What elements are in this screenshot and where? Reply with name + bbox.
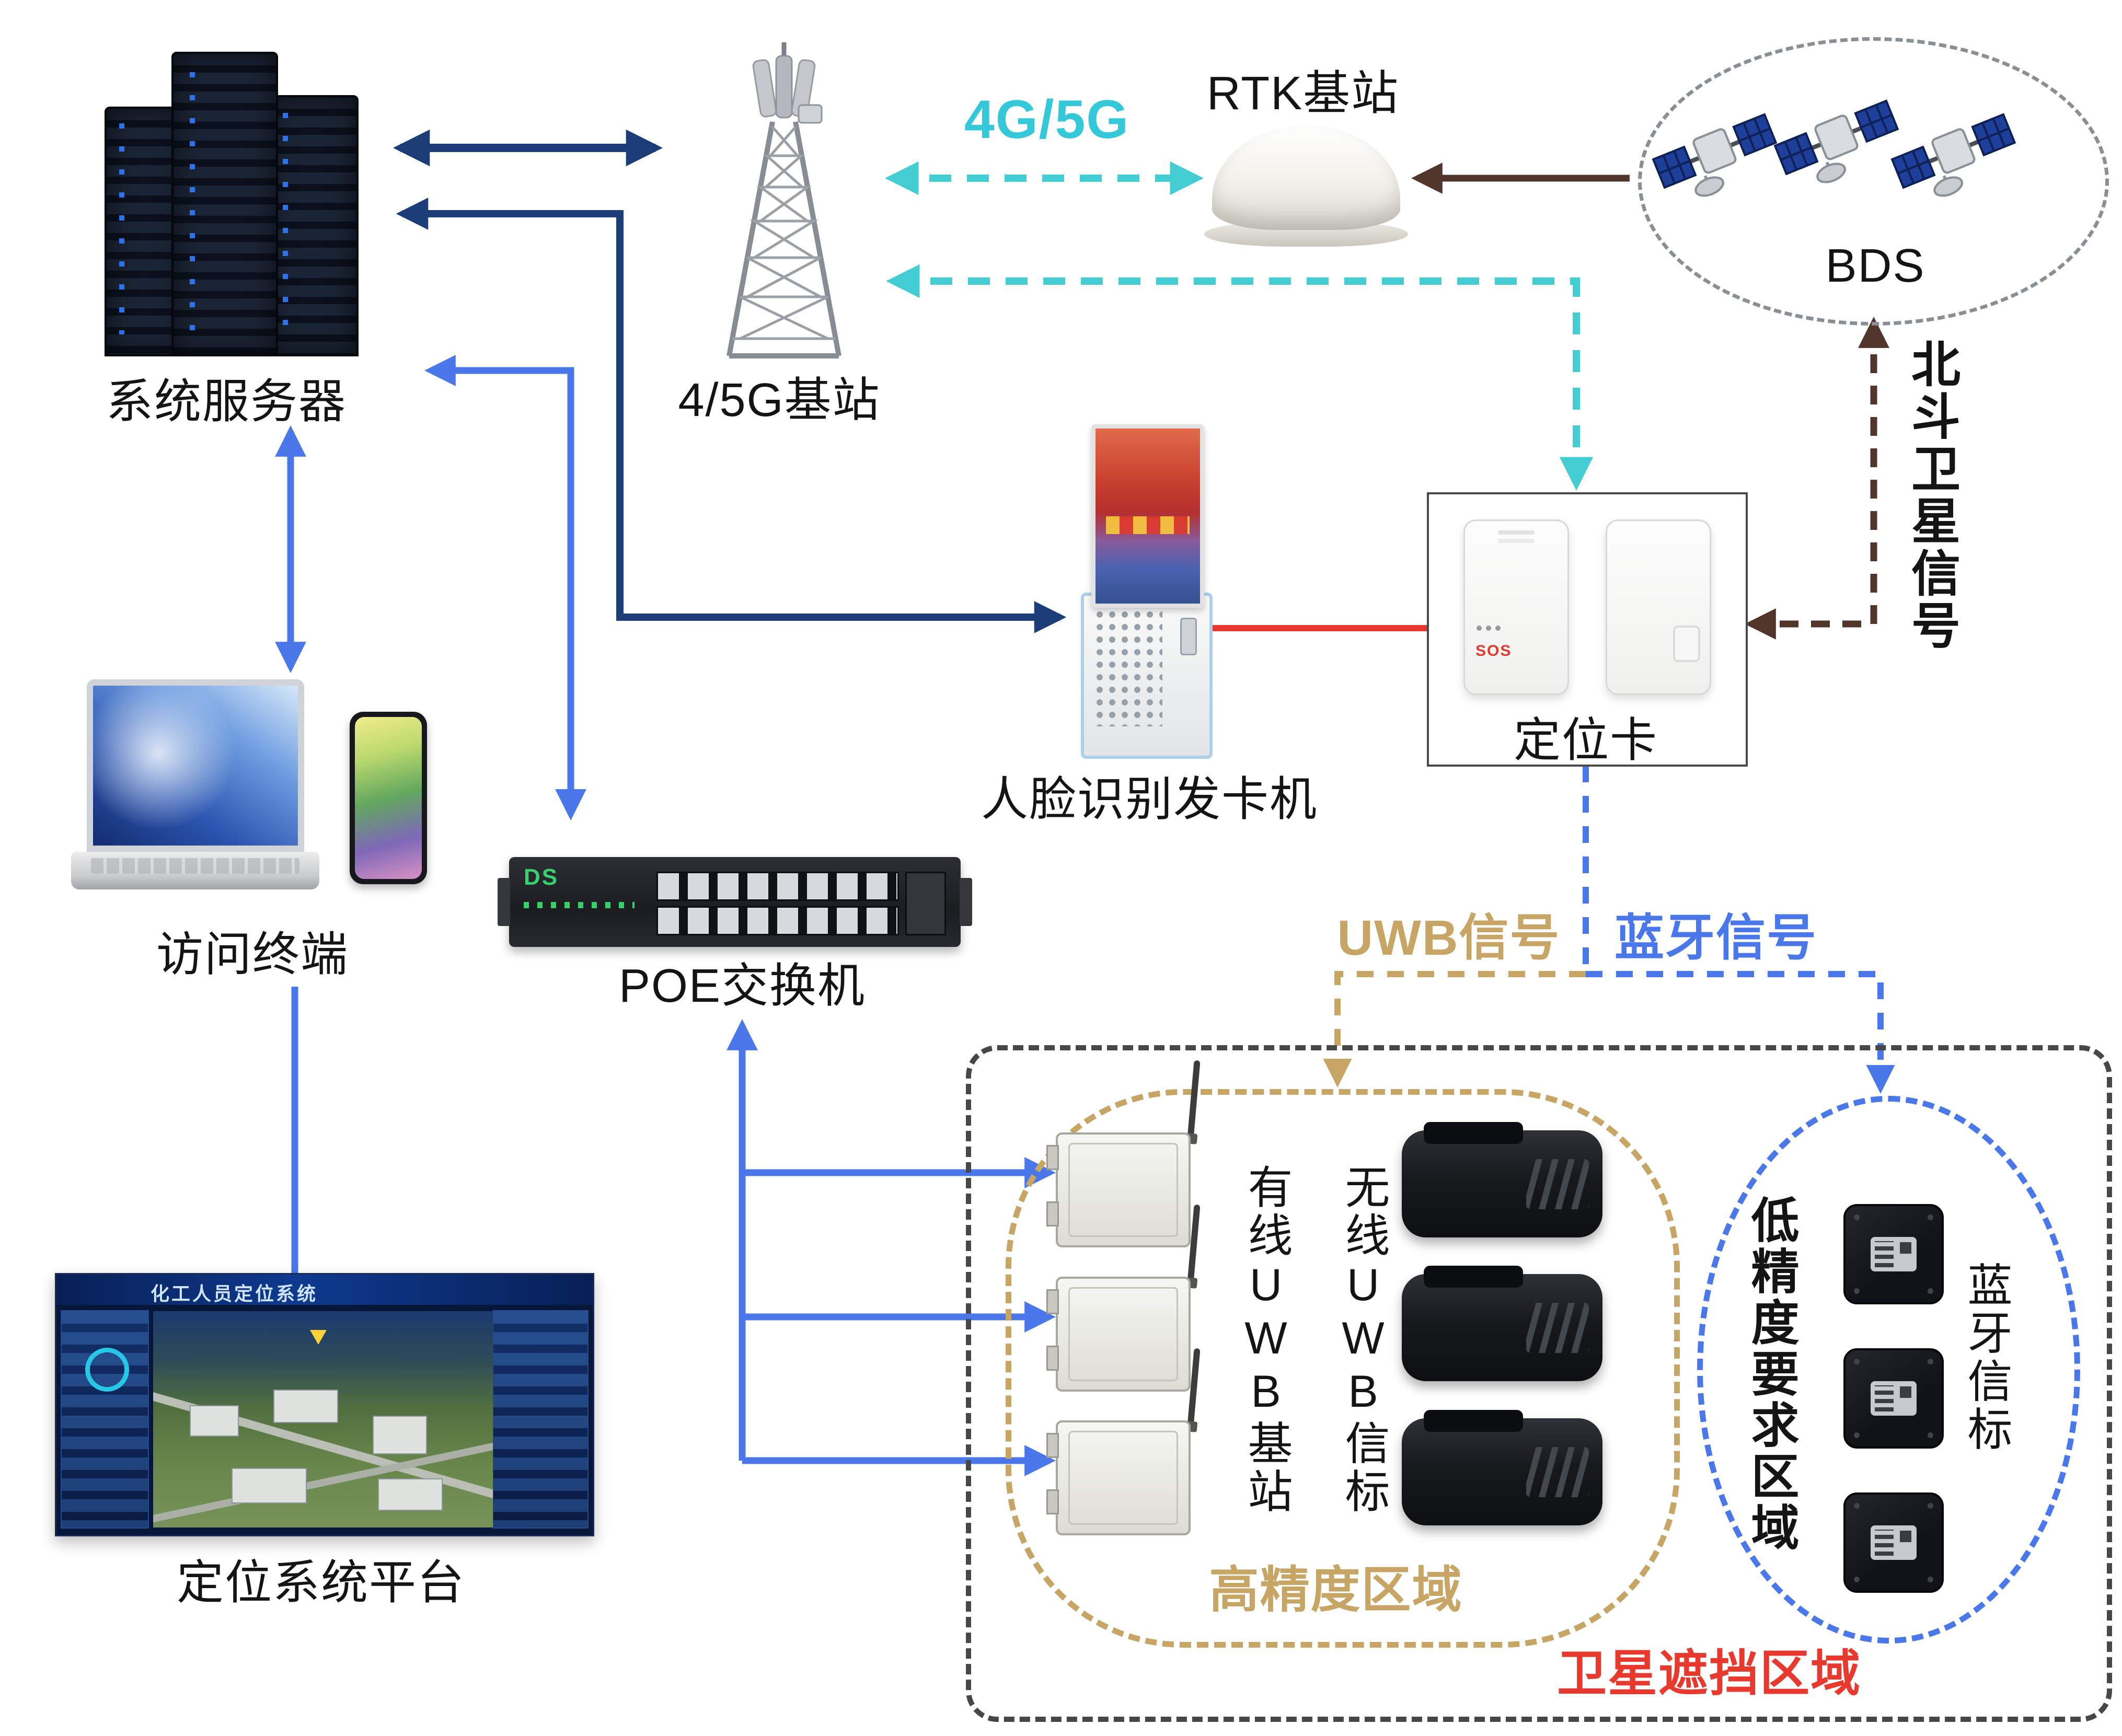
laptop bbox=[71, 679, 319, 909]
satellite-blocked-zone-label: 卫星遮挡区域 bbox=[1556, 1646, 1862, 1702]
face-recognition-kiosk bbox=[1077, 424, 1213, 759]
beacon-qr-patch bbox=[1871, 1525, 1917, 1560]
smartphone bbox=[350, 712, 427, 884]
low-precision-zone-label: 低精度要求区域 bbox=[1744, 1195, 1797, 1554]
uwb-signal-label: UWB信号 bbox=[1337, 910, 1561, 966]
uwb-station-body bbox=[1056, 1420, 1191, 1535]
scene-position-marker bbox=[310, 1330, 327, 1345]
bds-label: BDS bbox=[1825, 240, 1925, 292]
poe-label: POE交换机 bbox=[618, 960, 866, 1012]
uwb-mount-tab bbox=[1046, 1289, 1059, 1314]
wireless-uwb-beacon bbox=[1402, 1410, 1602, 1525]
kiosk-label: 人脸识别发卡机 bbox=[981, 773, 1318, 826]
bt-signal-label: 蓝牙信号 bbox=[1614, 910, 1818, 966]
beacon-screws bbox=[1854, 1359, 1860, 1364]
poe-logo: DS bbox=[524, 864, 559, 890]
wireless-uwb-beacon bbox=[1402, 1122, 1602, 1237]
platform-title-bar: 化工人员定位系统 bbox=[56, 1275, 593, 1305]
satellite-icon bbox=[1644, 94, 1787, 214]
link-server-poe bbox=[424, 355, 586, 820]
server-rack-center bbox=[171, 52, 278, 356]
uwb-station-body bbox=[1056, 1132, 1191, 1247]
kiosk-card-slot bbox=[1180, 618, 1197, 655]
beacon-qr-patch bbox=[1871, 1237, 1917, 1271]
high-precision-zone-label: 高精度区域 bbox=[1209, 1563, 1463, 1618]
platform-right-panel bbox=[492, 1310, 589, 1529]
locator-card-label: 定位卡 bbox=[1514, 714, 1658, 767]
kiosk-vents bbox=[1093, 608, 1162, 726]
link-tower-card bbox=[886, 264, 1594, 491]
satellite-icon bbox=[1883, 94, 2026, 214]
scene-building bbox=[190, 1405, 239, 1437]
zone-high-precision bbox=[1006, 1089, 1680, 1648]
poe-switch: DS bbox=[498, 857, 972, 947]
positioning-platform-screen: 化工人员定位系统 bbox=[55, 1273, 594, 1536]
kiosk-body bbox=[1081, 593, 1213, 759]
locator-card-box: SOS bbox=[1427, 492, 1748, 767]
beacon-qr-patch bbox=[1871, 1381, 1917, 1416]
poe-ports-top bbox=[656, 872, 899, 901]
beacon-screws bbox=[1854, 1214, 1860, 1220]
bds-constellation-outline bbox=[1638, 37, 2109, 326]
server-label: 系统服务器 bbox=[106, 376, 347, 428]
kiosk-screen bbox=[1091, 424, 1204, 608]
satellite-icon bbox=[1766, 80, 1909, 200]
zone-low-precision bbox=[1697, 1096, 2080, 1644]
beacon-chevron-grip bbox=[1526, 1302, 1589, 1353]
poe-ports-bottom bbox=[656, 906, 899, 935]
bluetooth-beacon bbox=[1843, 1492, 1944, 1593]
beacon-screws bbox=[1854, 1503, 1860, 1509]
uwb-mount-tab bbox=[1046, 1145, 1059, 1170]
uwb-station-body bbox=[1056, 1277, 1191, 1392]
rtk-label: RTK基站 bbox=[1206, 67, 1400, 120]
bluetooth-beacon bbox=[1843, 1204, 1944, 1304]
wired-uwb-station bbox=[1046, 1060, 1207, 1247]
sos-label: SOS bbox=[1475, 642, 1512, 659]
cell-tower bbox=[726, 42, 841, 358]
wired-uwb-station bbox=[1046, 1204, 1207, 1392]
scene-building bbox=[273, 1390, 338, 1423]
terminal-label: 访问终端 bbox=[156, 929, 349, 981]
system-server bbox=[105, 52, 359, 360]
wired-uwb-station bbox=[1046, 1348, 1207, 1535]
wireless-uwb-label: 无线UWB信标 bbox=[1338, 1164, 1388, 1516]
card-led-dots bbox=[1477, 626, 1482, 631]
laptop-keyboard bbox=[71, 852, 319, 889]
uwb-mount-tab bbox=[1046, 1433, 1059, 1458]
platform-left-panel bbox=[61, 1310, 149, 1529]
platform-label: 定位系统平台 bbox=[177, 1557, 465, 1609]
locator-card-2 bbox=[1606, 519, 1711, 695]
uwb-mount-tab bbox=[1046, 1201, 1059, 1226]
locator-card-1: SOS bbox=[1463, 519, 1569, 695]
bluetooth-beacon bbox=[1843, 1348, 1944, 1449]
platform-screen-title: 化工人员定位系统 bbox=[151, 1283, 318, 1304]
scene-building bbox=[378, 1478, 443, 1511]
poe-uplink-ports bbox=[905, 872, 946, 935]
beidou-signal-label: 北斗卫星信号 bbox=[1905, 339, 1959, 652]
uwb-mount-tab bbox=[1046, 1346, 1059, 1371]
laptop-screen bbox=[87, 679, 304, 855]
platform-gauge bbox=[85, 1348, 129, 1392]
beacon-chevron-grip bbox=[1526, 1159, 1589, 1209]
zone-satellite-blocked bbox=[966, 1045, 2112, 1722]
4g5g-signal-label: 4G/5G bbox=[964, 89, 1130, 150]
rtk-dome bbox=[1212, 125, 1400, 230]
poe-led-row bbox=[524, 902, 635, 908]
server-rack-right bbox=[267, 95, 359, 356]
bt-beacon-label: 蓝牙信标 bbox=[1960, 1262, 2011, 1454]
uwb-mount-tab bbox=[1046, 1489, 1059, 1514]
link-bds-card bbox=[1745, 317, 1889, 640]
platform-3d-scene bbox=[153, 1311, 493, 1527]
beacon-chevron-grip bbox=[1526, 1446, 1589, 1497]
tower-label: 4/5G基站 bbox=[678, 374, 881, 426]
scene-building bbox=[373, 1416, 427, 1454]
wired-uwb-label: 有线UWB基站 bbox=[1241, 1164, 1291, 1516]
wireless-uwb-beacon bbox=[1402, 1266, 1602, 1381]
phone-screen bbox=[355, 717, 422, 879]
rtk-base-station bbox=[1204, 125, 1408, 247]
scene-building bbox=[232, 1468, 307, 1503]
